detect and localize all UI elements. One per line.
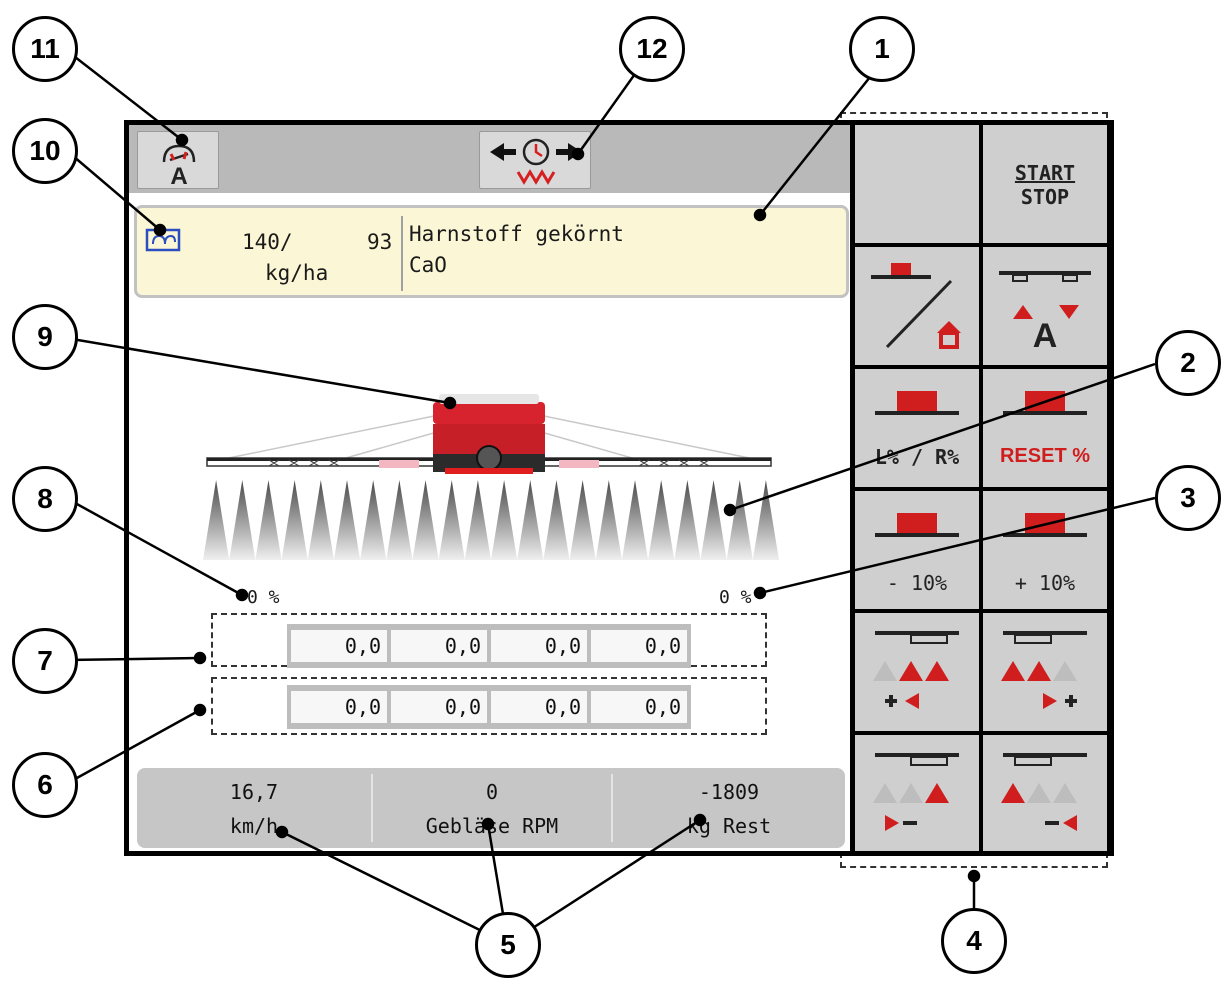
current-rate: 140/	[242, 230, 293, 254]
border-home-icon	[871, 263, 961, 349]
spray-cone	[229, 480, 256, 560]
auto-mode-icon: A	[162, 144, 196, 190]
section-remove-right-icon	[1001, 753, 1087, 831]
status-separator	[611, 774, 613, 842]
section-add-left-icon	[873, 631, 959, 709]
distribution-cell: 0,0	[491, 691, 587, 723]
distribution-cell: 0,0	[491, 630, 587, 662]
spray-cone	[674, 480, 701, 560]
status-fan-value: 0	[485, 780, 499, 804]
distribution-cell: 0,0	[391, 630, 487, 662]
spray-cone	[255, 480, 282, 560]
reset-percent-label: RESET %	[999, 445, 1091, 467]
function-key-panel: START STOP A	[853, 125, 1109, 851]
section-add-right-icon	[1001, 631, 1087, 709]
product-subtitle: CaO	[409, 253, 447, 277]
product-panel[interactable]: 140/ 93 kg/ha Harnstoff gekörnt CaO	[134, 205, 849, 298]
callout-8: 8	[12, 466, 78, 532]
target-rate: 93	[367, 230, 393, 254]
remove-section-left-button[interactable]	[855, 735, 979, 851]
distribution-cell: 0,0	[591, 691, 687, 723]
spray-cone	[412, 480, 439, 560]
add-section-right-button[interactable]	[983, 613, 1107, 731]
stop-label: STOP	[1020, 185, 1070, 209]
status-speed[interactable]: 16,7 km/h	[137, 774, 371, 842]
status-separator	[371, 774, 373, 842]
callout-10: 10	[12, 118, 78, 184]
spreader-head-icon	[875, 391, 959, 415]
distribution-row-frame-2	[211, 677, 767, 735]
spray-cone	[333, 480, 361, 560]
spray-cone	[438, 480, 465, 560]
distribution-cell: 0,0	[291, 630, 387, 662]
spray-cone	[307, 480, 334, 560]
callout-1: 1	[849, 16, 915, 82]
status-speed-unit: km/h	[229, 814, 279, 838]
left-percent: 0 %	[247, 587, 280, 608]
spray-cone	[491, 480, 518, 560]
distribution-cell: 0,0	[291, 691, 387, 723]
product-divider	[401, 216, 403, 291]
border-spreading-home-button[interactable]	[855, 247, 979, 365]
boom-height-auto-button[interactable]: A	[983, 247, 1107, 365]
top-bar: A	[129, 125, 850, 193]
callout-11: 11	[12, 16, 78, 82]
spreader-head-icon	[875, 513, 959, 537]
spray-cone	[569, 480, 596, 560]
spray-cone	[543, 480, 570, 560]
lr-percent-button[interactable]: L% / R%	[855, 369, 979, 487]
status-rest-value: -1809	[698, 780, 760, 804]
spreader-image	[206, 394, 772, 474]
product-name: Harnstoff gekörnt	[409, 222, 624, 246]
callout-9: 9	[12, 304, 78, 370]
right-percent: 0 %	[719, 587, 752, 608]
section-remove-left-icon	[873, 753, 959, 831]
spray-cone	[595, 480, 622, 560]
distribution-cell: 0,0	[391, 691, 487, 723]
callout-6: 6	[12, 752, 78, 818]
spray-cone	[621, 480, 649, 560]
distribution-cell: 0,0	[591, 630, 687, 662]
spray-cone	[386, 480, 413, 560]
lr-percent-label: L% / R%	[874, 445, 960, 469]
spray-cone	[281, 480, 308, 560]
plus-10-label: + 10%	[1014, 571, 1076, 595]
plus-10-button[interactable]: + 10%	[983, 491, 1107, 609]
spray-cone	[517, 480, 544, 560]
callout-5: 5	[475, 912, 541, 978]
spray-cone	[203, 480, 230, 560]
spray-cone	[360, 480, 387, 560]
spray-cone	[464, 480, 491, 560]
minus-10-label: - 10%	[886, 571, 948, 595]
spray-cone	[700, 480, 727, 560]
spray-pattern-image	[203, 480, 779, 560]
callout-12: 12	[619, 16, 685, 82]
remove-section-right-button[interactable]	[983, 735, 1107, 851]
minus-10-button[interactable]: - 10%	[855, 491, 979, 609]
callout-4: 4	[941, 908, 1007, 974]
callout-3: 3	[1155, 465, 1221, 531]
start-stop-button[interactable]: START STOP	[983, 125, 1107, 243]
spray-cone	[648, 480, 675, 560]
rate-unit: kg/ha	[265, 261, 329, 285]
distribution-row-2: 0,0 0,0 0,0 0,0	[287, 685, 691, 729]
status-speed-value: 16,7	[229, 780, 279, 804]
empty-key	[855, 125, 979, 243]
spray-cone	[726, 480, 753, 560]
start-label: START	[1014, 161, 1076, 185]
svg-text:A: A	[170, 163, 187, 190]
distribution-row-1: 0,0 0,0 0,0 0,0	[287, 624, 691, 668]
add-section-left-button[interactable]	[855, 613, 979, 731]
spray-cone	[752, 480, 779, 560]
callout-7: 7	[12, 628, 78, 694]
boom-auto-icon: A	[999, 271, 1091, 355]
callout-2: 2	[1155, 330, 1221, 396]
svg-text:A: A	[1033, 317, 1058, 355]
